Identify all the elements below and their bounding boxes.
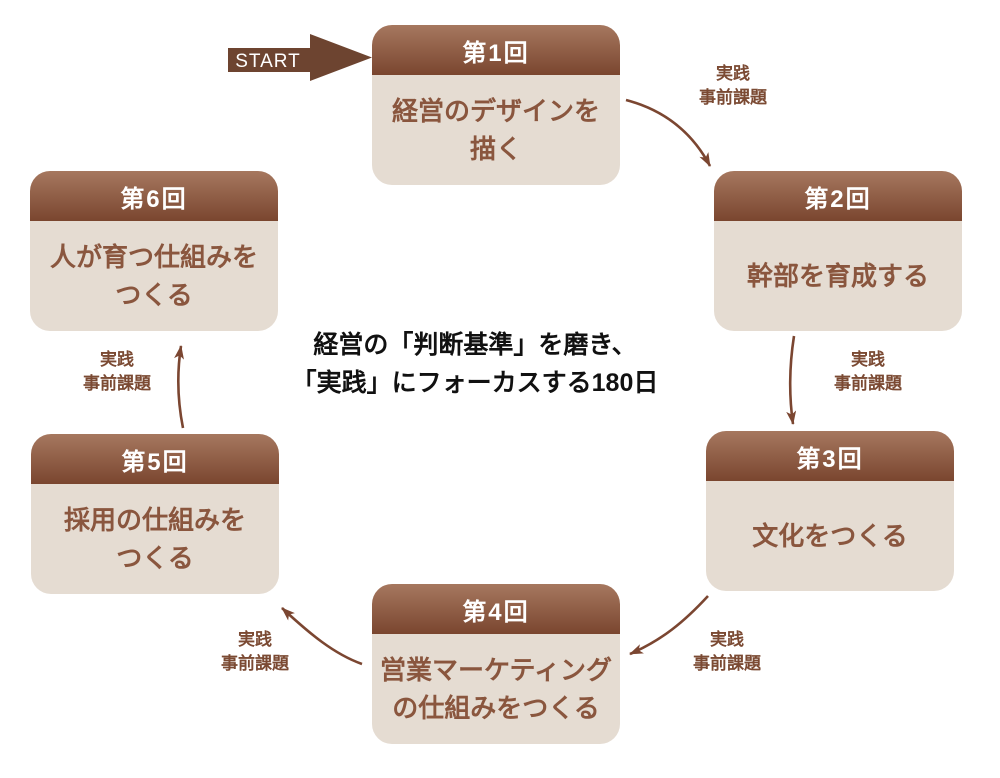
session-5-body: 採用の仕組みを つくる: [31, 484, 279, 594]
session-6-body: 人が育つ仕組みを つくる: [30, 221, 278, 331]
edge-label-4-5-line-2: 事前課題: [221, 654, 289, 673]
start-arrow: [228, 34, 372, 81]
edge-label-1-2: 実践 事前課題: [663, 62, 803, 110]
session-3-body-line-1: 文化をつくる: [752, 521, 908, 551]
center-headline: 経営の「判断基準」を磨き、 「実践」にフォーカスする180日: [225, 326, 725, 402]
session-3-body: 文化をつくる: [706, 481, 954, 591]
session-2-header: 第2回: [714, 171, 962, 221]
session-5-header: 第5回: [31, 434, 279, 484]
edge-label-4-5: 実践 事前課題: [185, 628, 325, 676]
session-1-header: 第1回: [372, 25, 620, 75]
session-box-1: 第1回 経営のデザインを 描く: [372, 25, 620, 185]
edge-label-4-5-line-1: 実践: [238, 630, 272, 649]
edge-label-2-3-line-2: 事前課題: [834, 374, 902, 393]
edge-label-3-4-line-2: 事前課題: [693, 654, 761, 673]
arrow-session2-to-session3: [786, 335, 797, 425]
edge-label-5-6-line-1: 実践: [100, 350, 134, 369]
edge-label-1-2-line-2: 事前課題: [699, 88, 767, 107]
session-box-5: 第5回 採用の仕組みを つくる: [31, 434, 279, 594]
center-headline-line-2: 「実践」にフォーカスする180日: [291, 369, 659, 397]
session-1-title: 第1回: [462, 39, 530, 67]
session-5-body-line-1: 採用の仕組みを: [63, 505, 246, 535]
session-4-header: 第4回: [372, 584, 620, 634]
session-1-body-line-1: 経営のデザインを: [391, 96, 600, 126]
session-box-3: 第3回 文化をつくる: [706, 431, 954, 591]
session-box-4: 第4回 営業マーケティング の仕組みをつくる: [372, 584, 620, 744]
session-1-body: 経営のデザインを 描く: [372, 75, 620, 185]
session-6-body-line-2: つくる: [115, 280, 193, 310]
session-box-6: 第6回 人が育つ仕組みを つくる: [30, 171, 278, 331]
edge-label-5-6-line-2: 事前課題: [83, 374, 151, 393]
session-2-body: 幹部を育成する: [714, 221, 962, 331]
session-4-body-line-2: の仕組みをつくる: [392, 693, 600, 723]
session-4-body: 営業マーケティング の仕組みをつくる: [372, 634, 620, 744]
session-5-title: 第5回: [121, 448, 189, 476]
edge-label-1-2-line-1: 実践: [716, 64, 750, 83]
edge-label-2-3: 実践 事前課題: [798, 348, 938, 396]
edge-label-2-3-line-1: 実践: [851, 350, 885, 369]
session-2-body-line-1: 幹部を育成する: [746, 261, 929, 291]
session-1-body-line-2: 描く: [469, 134, 522, 164]
session-6-header: 第6回: [30, 171, 278, 221]
session-3-header: 第3回: [706, 431, 954, 481]
session-4-body-line-1: 営業マーケティング: [380, 655, 612, 685]
session-5-body-line-2: つくる: [116, 543, 194, 573]
session-4-title: 第4回: [462, 598, 530, 626]
session-2-title: 第2回: [804, 185, 872, 213]
session-6-body-line-1: 人が育つ仕組みを: [49, 242, 258, 272]
session-box-2: 第2回 幹部を育成する: [714, 171, 962, 331]
session-3-title: 第3回: [796, 445, 864, 473]
edge-label-5-6: 実践 事前課題: [47, 348, 187, 396]
start-label: START: [235, 51, 301, 72]
edge-label-3-4-line-1: 実践: [710, 630, 744, 649]
session-6-title: 第6回: [120, 185, 188, 213]
edge-label-3-4: 実践 事前課題: [657, 628, 797, 676]
center-headline-line-1: 経営の「判断基準」を磨き、: [313, 331, 637, 359]
